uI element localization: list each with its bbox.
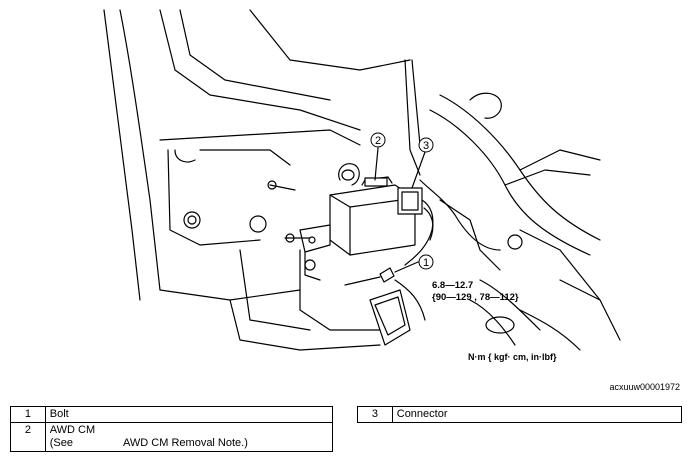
legend-label: Bolt xyxy=(44,406,334,423)
legend-row: 3 Connector xyxy=(357,406,683,423)
legend-label: Connector xyxy=(391,406,683,423)
legend-number: 1 xyxy=(10,406,46,423)
torque-units: N·m { kgf· cm, in·lbf} xyxy=(468,352,557,362)
legend-label: AWD CM xyxy=(49,424,96,436)
svg-text:2: 2 xyxy=(375,135,381,147)
wiring-harness xyxy=(419,92,621,351)
svg-text:3: 3 xyxy=(423,140,429,152)
removal-note-link[interactable]: AWD CM Removal Note.) xyxy=(123,437,248,449)
torque-spec-line1: 6.8—12.7 xyxy=(432,280,473,291)
legend-table-left: 1 Bolt 2 AWD CM (See AWD CM Removal Note.… xyxy=(10,406,334,452)
leader-1 xyxy=(394,261,419,273)
legend-note-prefix: (See xyxy=(49,437,73,449)
lower-bracket xyxy=(369,279,426,346)
component-illustration: 2 3 1 6.8—12.7 {90—129 , 78—112} N·m { k… xyxy=(103,9,621,362)
legend-note: (See AWD CM Removal Note.) xyxy=(50,437,328,450)
leader-3 xyxy=(411,151,426,189)
legend-row: 2 AWD CM (See AWD CM Removal Note.) xyxy=(10,422,334,452)
legend-number: 3 xyxy=(357,406,393,423)
legend-table-right: 3 Connector xyxy=(357,406,683,423)
figure-id: acxuuw00001972 xyxy=(609,382,680,392)
legend-label-cell: AWD CM (See AWD CM Removal Note.) xyxy=(44,422,334,452)
torque-spec-line2: {90—129 , 78—112} xyxy=(432,292,519,303)
svg-text:1: 1 xyxy=(423,257,429,269)
callout-3: 3 xyxy=(418,137,434,153)
body-panel xyxy=(103,9,421,351)
connector xyxy=(397,187,434,266)
leader-2 xyxy=(374,147,379,181)
legend-number: 2 xyxy=(10,422,46,452)
bolt xyxy=(267,180,395,286)
callout-2: 2 xyxy=(370,132,386,148)
callout-1: 1 xyxy=(418,254,434,270)
awd-cm-module xyxy=(299,163,416,281)
legend-row: 1 Bolt xyxy=(10,406,334,423)
